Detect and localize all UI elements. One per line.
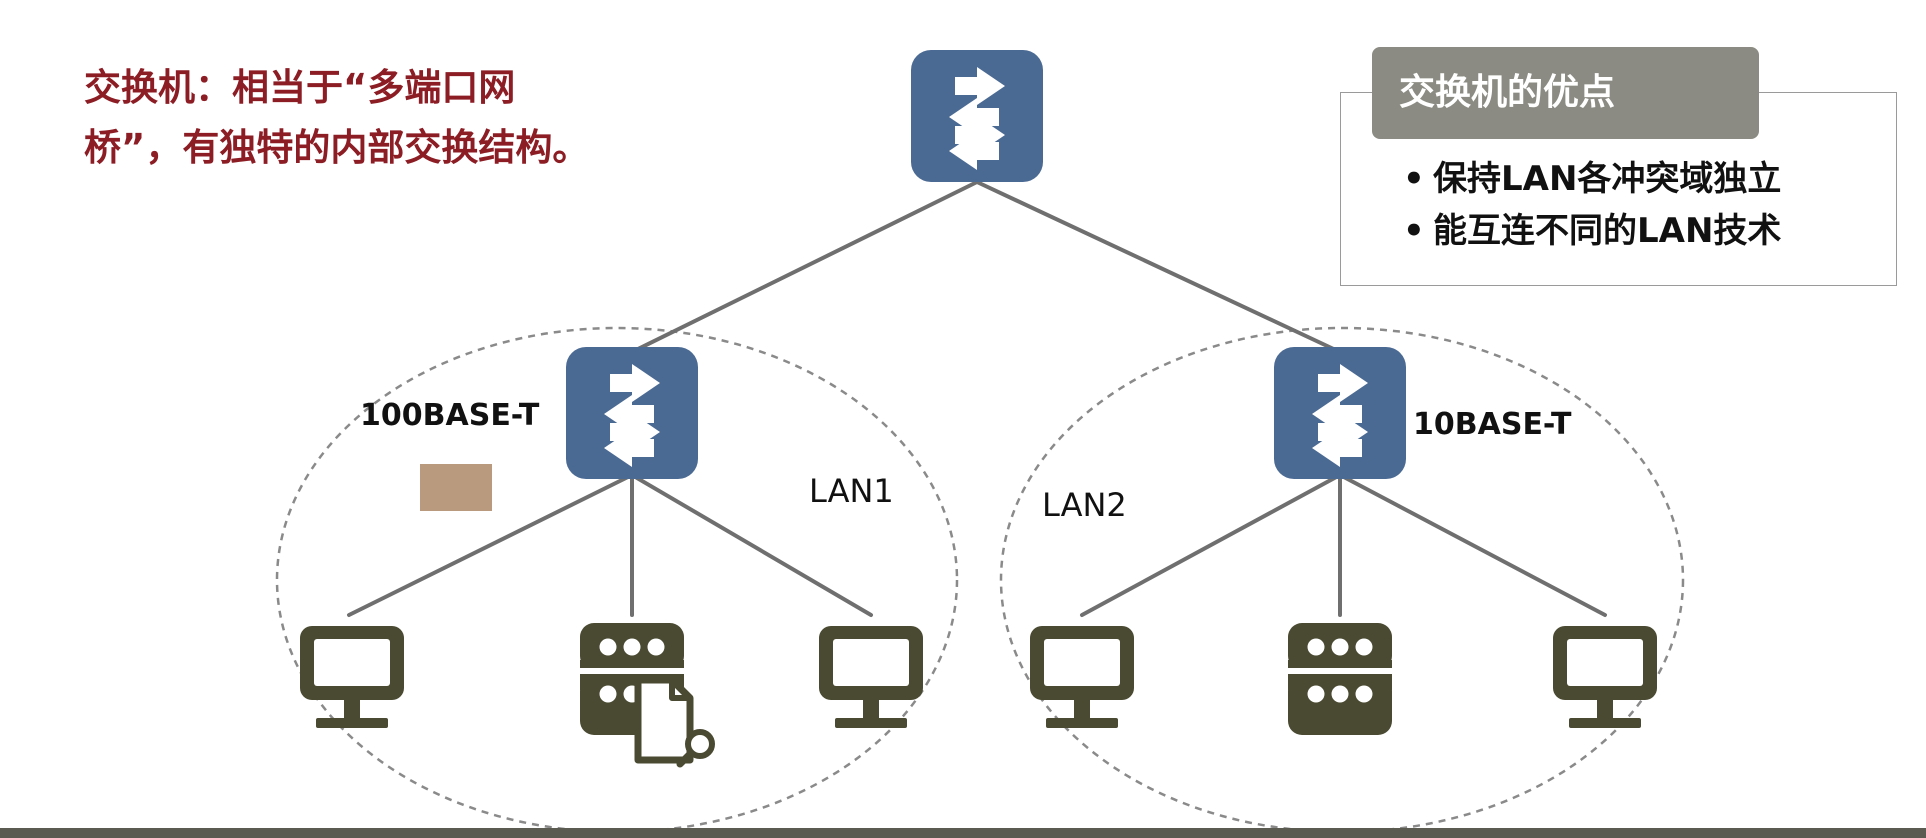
lan1-boundary [275, 326, 959, 834]
bullet-mark: • [1403, 211, 1425, 251]
advantages-list: •保持LAN各冲突域独立 •能互连不同的LAN技术 [1403, 153, 1781, 257]
slide-heading: 交换机：相当于“多端口网 桥”，有独特的内部交换结构。 [84, 58, 724, 178]
lan1-pc-left-icon [300, 626, 404, 728]
core-switch-icon [911, 50, 1043, 182]
bullet-mark: • [1403, 159, 1425, 199]
advantage-text: 能互连不同的LAN技术 [1433, 211, 1782, 251]
lan2-pc-right-icon [1553, 626, 1657, 728]
link-core-to-lan1 [630, 180, 979, 354]
lan2-pc-left-icon [1030, 626, 1134, 728]
advantage-text: 保持LAN各冲突域独立 [1433, 159, 1782, 199]
file-search-icon [634, 676, 715, 768]
lan2-standard-label: 10BASE-T [1413, 407, 1572, 442]
lan2-server-icon [1288, 623, 1392, 735]
bottom-bar [0, 828, 1926, 838]
lan1-switch-icon [566, 347, 698, 479]
link-lan1-pc-left [347, 473, 634, 617]
heading-line-1: 交换机：相当于“多端口网 [84, 66, 516, 109]
lan2-switch-icon [1274, 347, 1406, 479]
link-core-to-lan2 [975, 180, 1342, 354]
list-item: •保持LAN各冲突域独立 [1403, 153, 1781, 205]
list-item: •能互连不同的LAN技术 [1403, 205, 1781, 257]
advantages-title: 交换机的优点 [1372, 47, 1759, 139]
lan2-label: LAN2 [1042, 486, 1127, 524]
network-links [347, 180, 1607, 617]
lan1-label: LAN1 [809, 472, 894, 510]
link-lan1-pc-right [630, 473, 873, 617]
link-lan2-pc-left [1080, 473, 1342, 617]
heading-line-2: 桥”，有独特的内部交换结构。 [84, 126, 590, 169]
lan1-standard-label: 100BASE-T [360, 398, 540, 433]
link-lan2-pc-right [1338, 473, 1607, 617]
legend-swatch [420, 464, 492, 511]
